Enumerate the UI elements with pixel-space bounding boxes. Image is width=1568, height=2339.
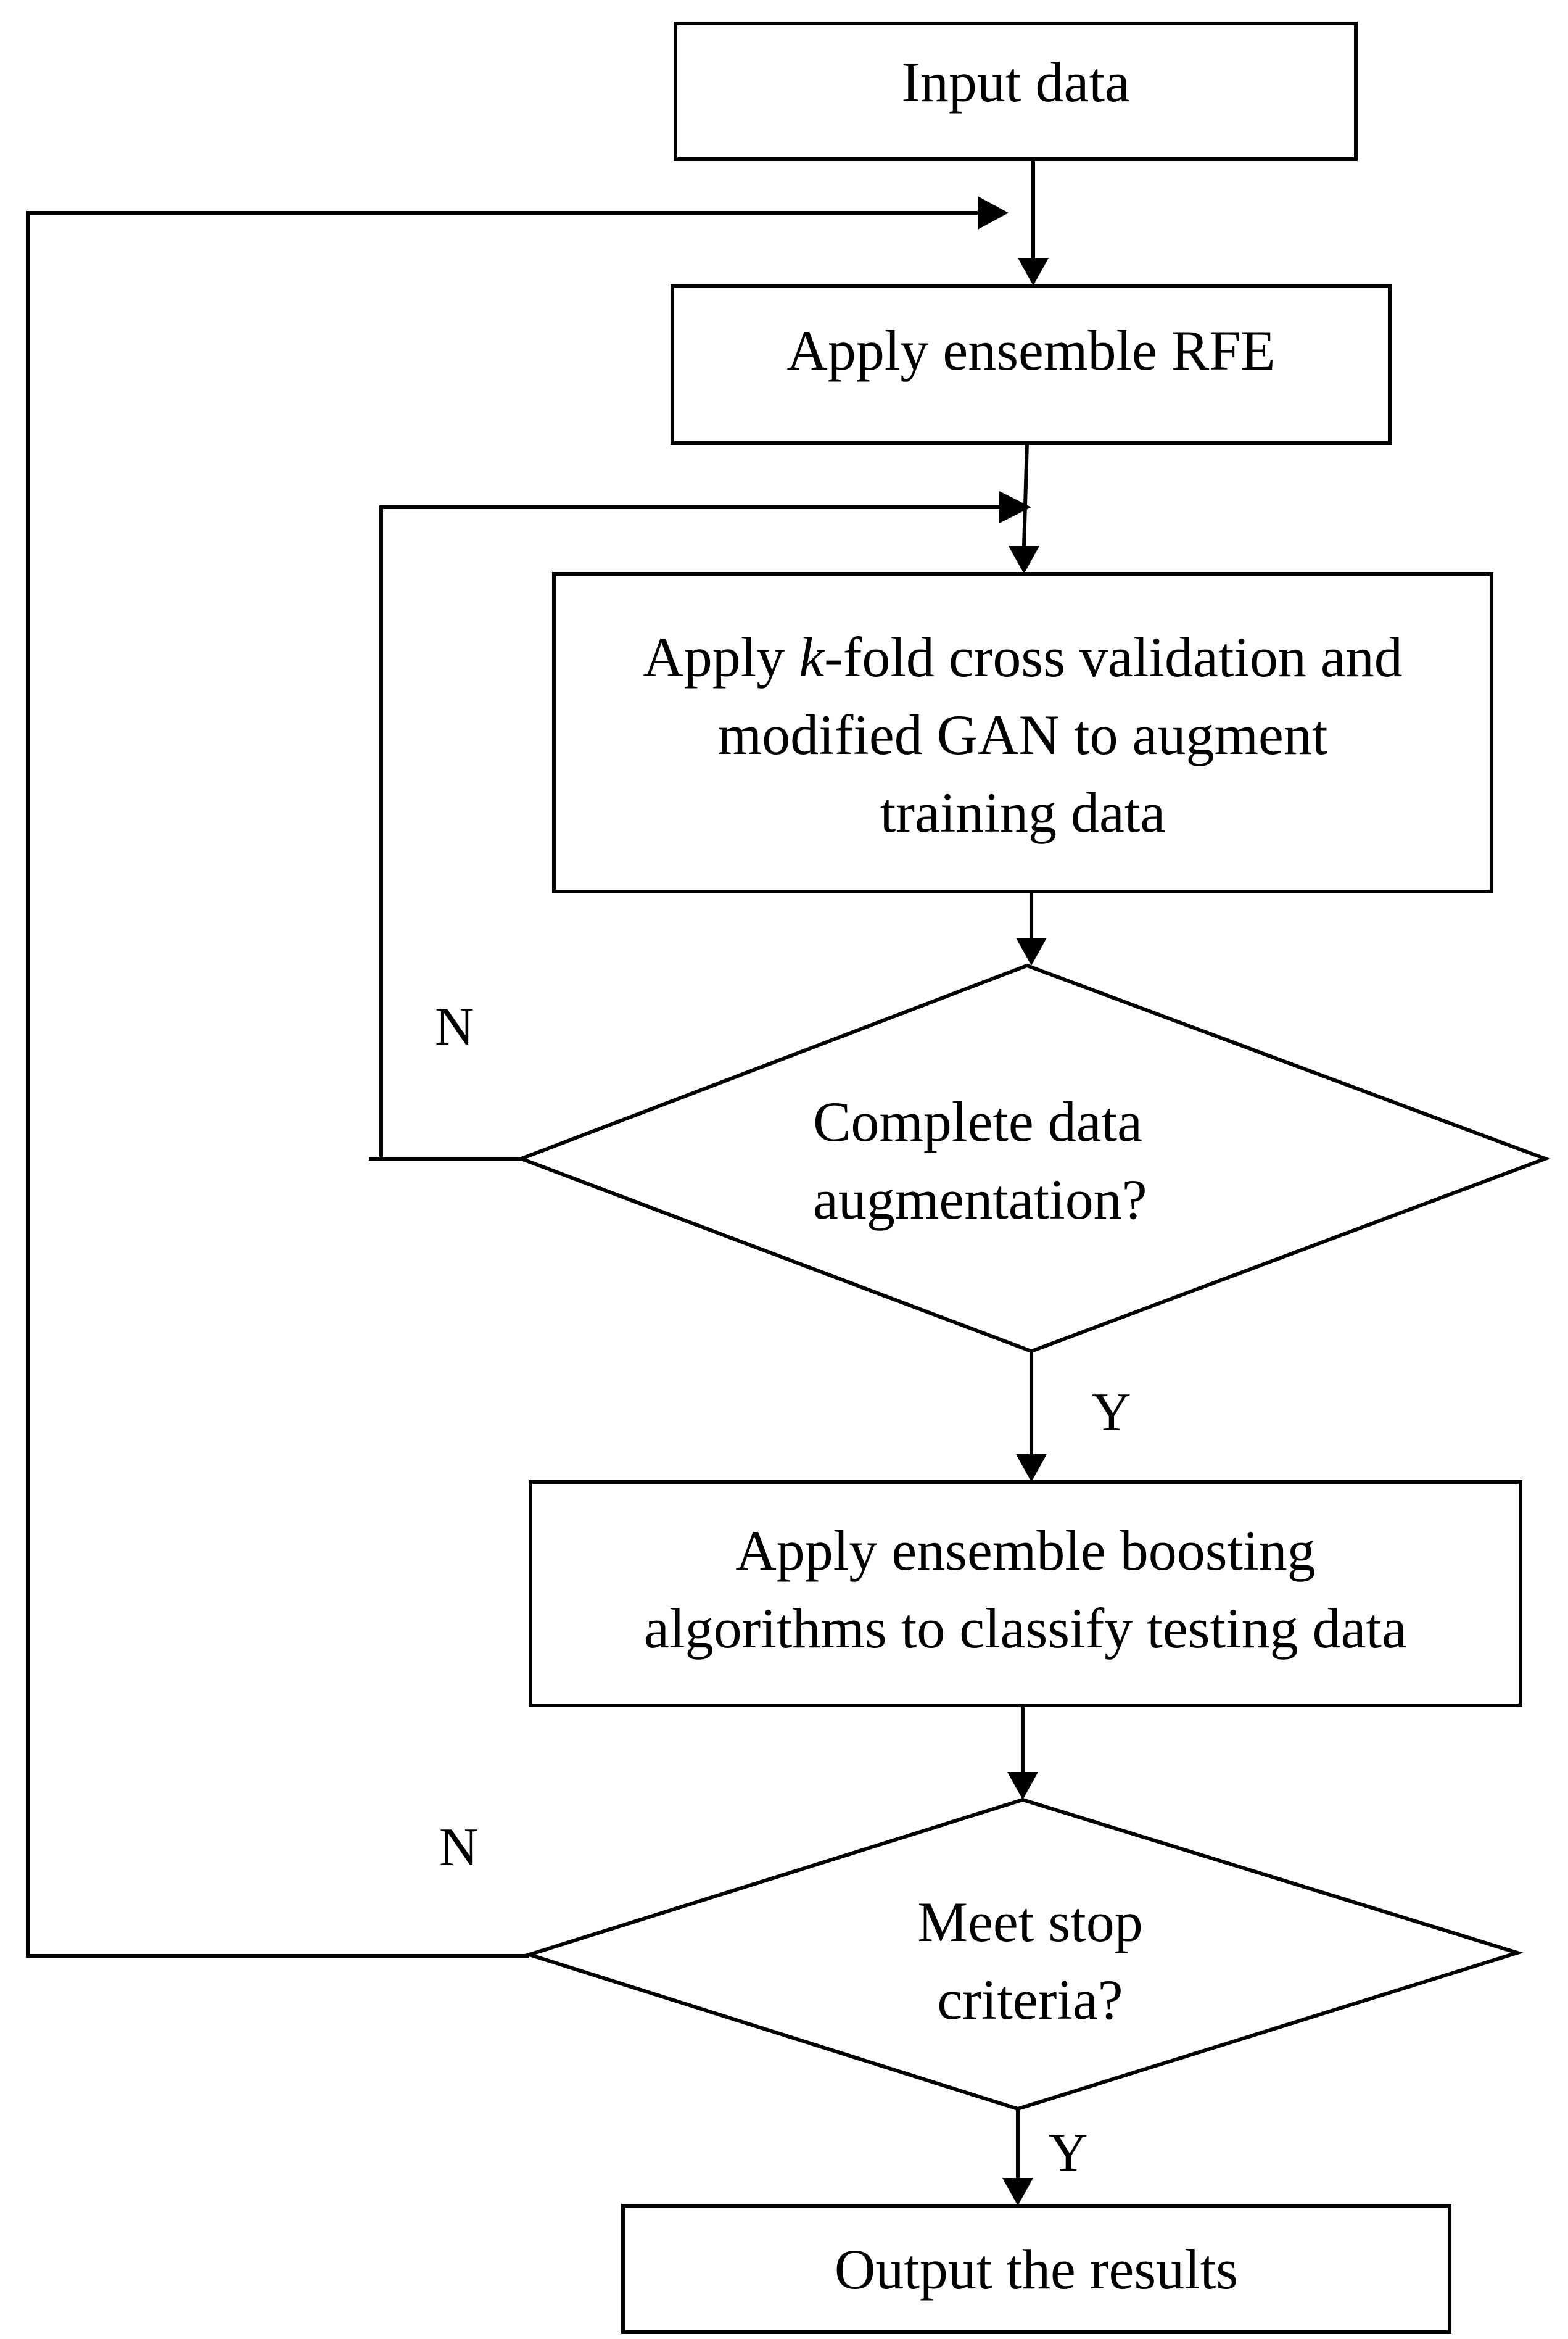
apply-kfold-gan-label: Apply k-fold cross validation and modifi… [554, 618, 1492, 851]
connector-rfe-to-gan [1022, 442, 1029, 547]
arrowhead-loop-to-rfe [978, 196, 1009, 230]
output-results-box [621, 2204, 1451, 2334]
meet-stop-criteria-label: Meet stop criteria? [917, 1890, 1143, 2031]
arrowhead-into-boosting [1016, 1454, 1047, 1482]
loop-back-augment-to-gan [369, 505, 999, 1161]
arrowhead-into-output [1002, 2178, 1033, 2206]
input-data-label: Input data [901, 51, 1130, 114]
loop-back-stop-to-rfe [26, 211, 978, 1958]
arrowhead-into-augment-decision [1016, 938, 1047, 966]
input-data-box [674, 22, 1358, 161]
gan-label-line-1: Apply k-fold cross validation and [643, 626, 1403, 689]
k-variable: k [799, 626, 825, 689]
apply-boosting-label: Apply ensemble boosting algorithms to cl… [644, 1519, 1407, 1660]
augment-label-line-1: Complete data [813, 1090, 1142, 1153]
apply-boosting-box [529, 1480, 1522, 1707]
arrowhead-loop-to-gan [999, 491, 1031, 523]
complete-augmentation-label: Complete data augmentation? [813, 1083, 1252, 1238]
arrowhead-into-gan [1009, 546, 1039, 574]
apply-kfold-gan-box [552, 572, 1493, 893]
arrowhead-into-stop-decision [1007, 1772, 1038, 1800]
stop-no-label: N [439, 1818, 479, 1877]
arrowhead-into-rfe [1018, 258, 1049, 286]
augment-no-label: N [435, 997, 474, 1057]
gan-label-line-2: modified GAN to augment [717, 703, 1328, 766]
stop-yes-label: Y [1049, 2123, 1088, 2183]
output-results-label: Output the results [834, 2238, 1239, 2301]
augment-yes-label: Y [1092, 1383, 1131, 1443]
apply-ensemble-rfe-label: Apply ensemble RFE [786, 319, 1276, 382]
apply-ensemble-rfe-box [671, 284, 1392, 445]
augment-label-line-2: augmentation? [813, 1168, 1147, 1231]
gan-label-line-3: training data [880, 781, 1166, 844]
